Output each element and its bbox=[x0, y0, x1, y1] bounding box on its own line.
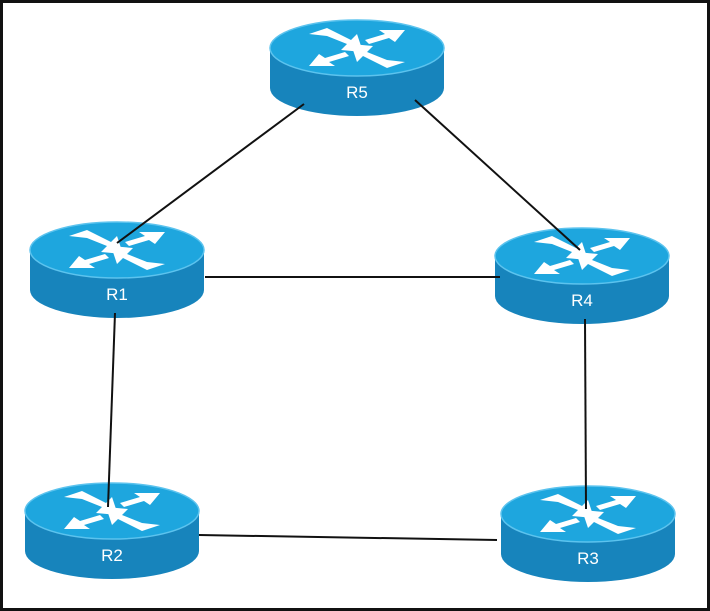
router-r1[interactable]: R1 bbox=[29, 221, 205, 318]
links-layer bbox=[107, 99, 587, 541]
router-label: R5 bbox=[346, 83, 368, 102]
link-r2-r3 bbox=[198, 534, 498, 541]
router-r2[interactable]: R2 bbox=[24, 482, 200, 579]
router-label: R3 bbox=[577, 549, 599, 568]
router-r4[interactable]: R4 bbox=[494, 227, 670, 324]
link-r1-r2 bbox=[107, 312, 116, 508]
router-label: R1 bbox=[106, 285, 128, 304]
router-label: R2 bbox=[101, 546, 123, 565]
router-r3[interactable]: R3 bbox=[500, 485, 676, 582]
link-r4-r3 bbox=[584, 318, 587, 510]
link-r5-r4 bbox=[414, 99, 581, 251]
link-r5-r1 bbox=[116, 103, 305, 244]
router-label: R4 bbox=[571, 291, 593, 310]
router-r5[interactable]: R5 bbox=[269, 19, 445, 116]
